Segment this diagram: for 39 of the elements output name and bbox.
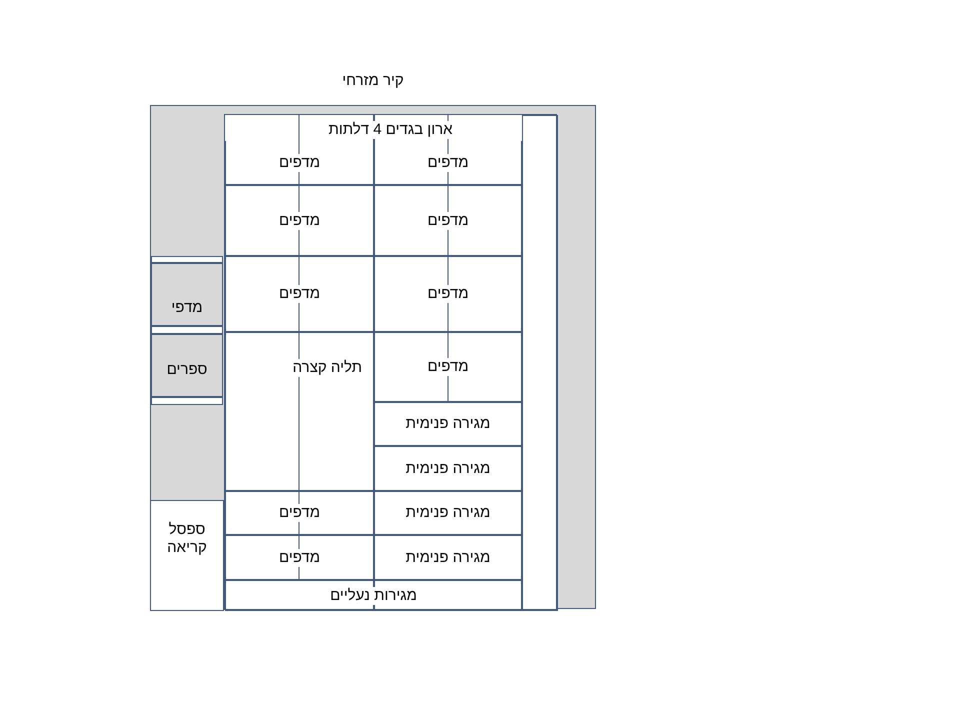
shelf-compartment — [225, 491, 374, 535]
side-panel — [522, 115, 558, 611]
bookshelf-panel — [151, 334, 223, 397]
drawer — [374, 491, 522, 535]
shelf-strip — [151, 326, 223, 334]
shelf-strip — [151, 397, 223, 405]
drawer — [374, 535, 522, 580]
shelf-compartment — [225, 535, 374, 580]
shelf-strip — [151, 256, 223, 263]
compartment-label: מדפים — [278, 212, 322, 230]
compartment-label: מדפי — [170, 299, 204, 317]
compartment-label: מדפים — [426, 358, 470, 376]
shelf-compartment — [225, 256, 374, 332]
wardrobe-outline — [224, 114, 557, 610]
compartment-label: ספרים — [166, 361, 208, 379]
compartment-label: תליה קצרה — [292, 359, 363, 377]
shelf-compartment — [374, 141, 522, 185]
compartment-label: ספסל קריאה — [166, 521, 208, 557]
drawer — [374, 446, 522, 491]
compartment-label: מגירות נעליים — [329, 586, 418, 604]
wall-label: קיר מזרחי — [341, 72, 405, 90]
compartment-label: מדפים — [426, 154, 470, 172]
shelf-compartment — [374, 185, 522, 256]
wardrobe-title: ארון בגדים 4 דלתות — [327, 121, 454, 139]
compartment-label: מדפים — [278, 285, 322, 303]
compartment-label: מדפים — [426, 212, 470, 230]
shelf-compartment — [374, 332, 522, 402]
reading-bench — [150, 500, 224, 611]
drawer — [374, 402, 522, 446]
bookshelf-panel — [151, 263, 223, 326]
shelf-compartment — [225, 141, 374, 185]
shoe-drawer — [225, 580, 522, 611]
shelf-compartment — [374, 256, 522, 332]
compartment-label: מדפים — [278, 504, 322, 522]
hanging-compartment — [225, 332, 374, 491]
compartment-label: מדפים — [278, 548, 322, 566]
shelf-compartment — [225, 185, 374, 256]
compartment-label: מדפים — [426, 285, 470, 303]
compartment-label: מדפים — [278, 154, 322, 172]
